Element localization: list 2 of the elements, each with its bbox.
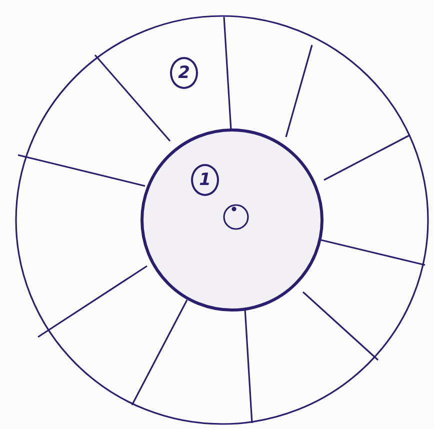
callout-number: 1 <box>191 164 219 196</box>
callout-number: 2 <box>170 57 198 89</box>
